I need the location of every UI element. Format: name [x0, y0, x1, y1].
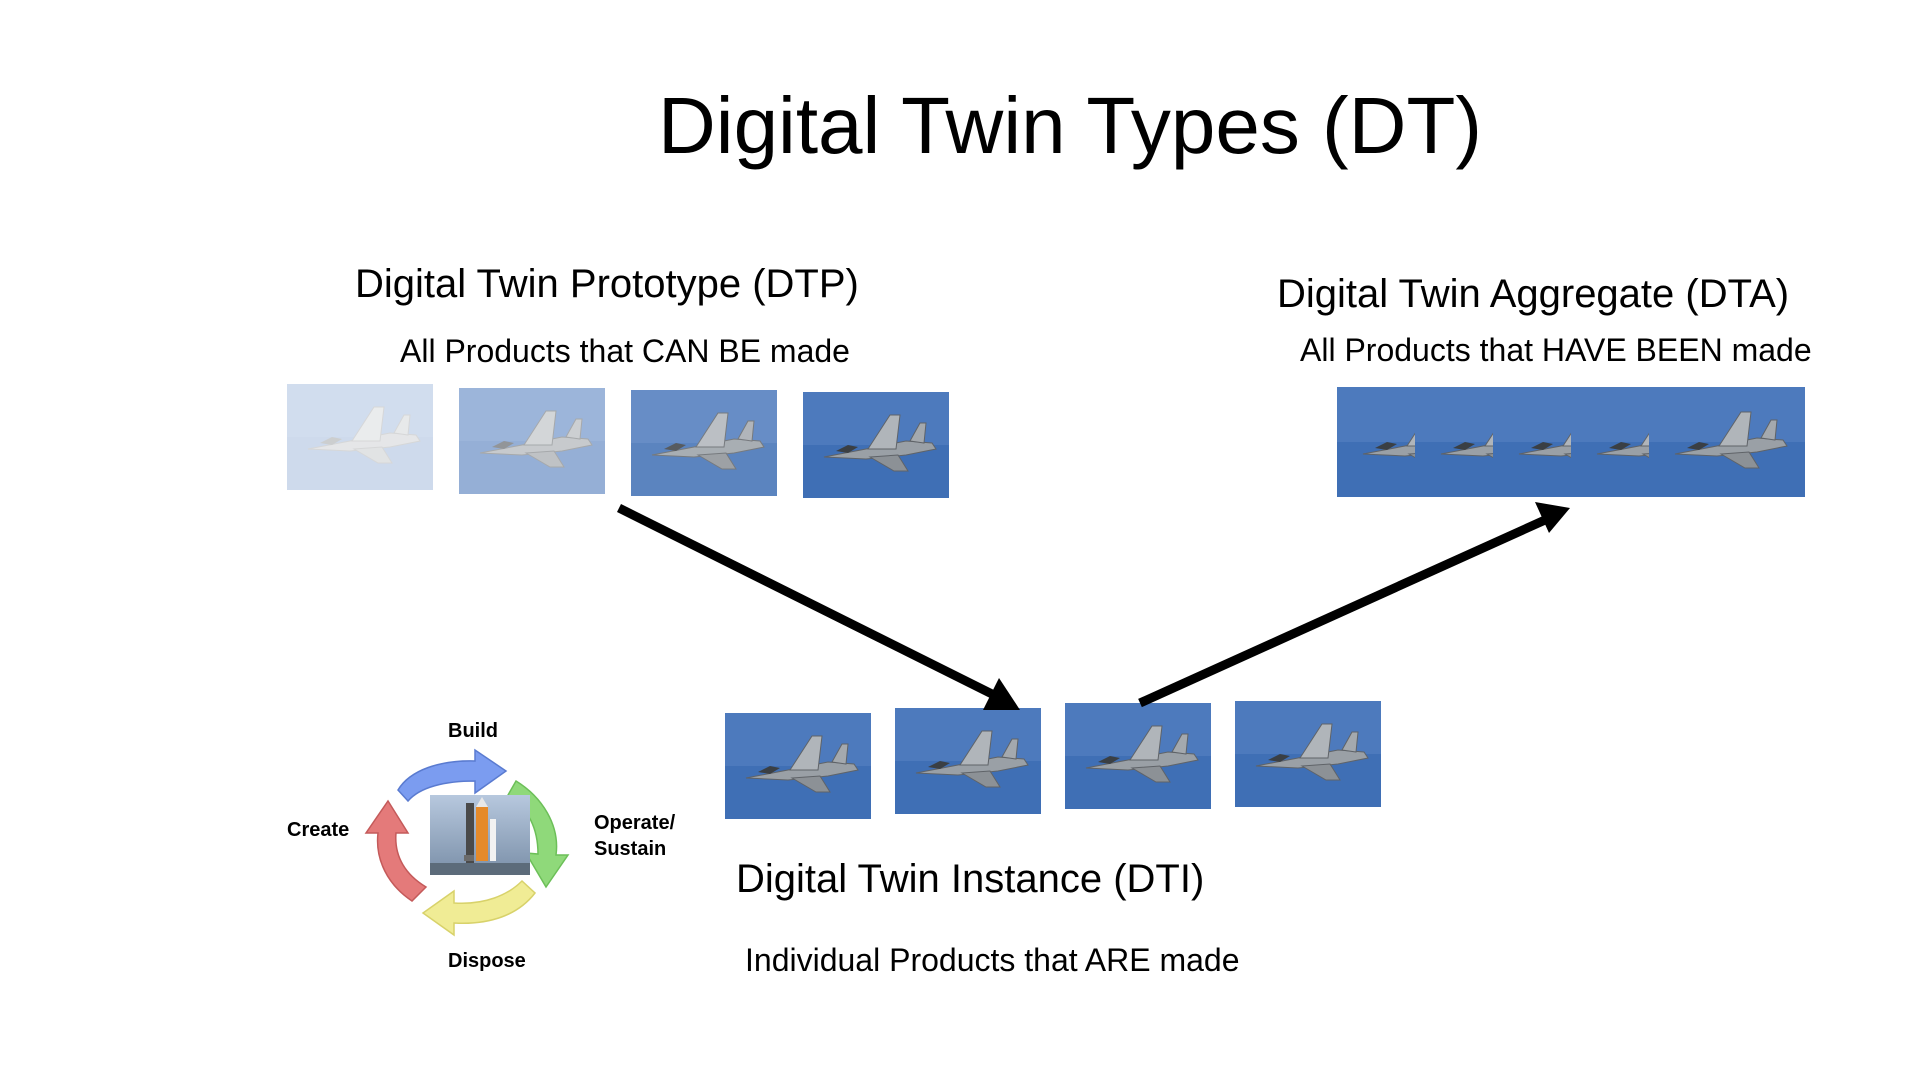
dtp-jet-image-4: [803, 392, 949, 498]
slide-title: Digital Twin Types (DT): [658, 81, 1482, 170]
dti-jet-image-1: [725, 713, 871, 819]
dti-to-dta-arrowhead: [1535, 502, 1570, 533]
dtp-description: All Products that CAN BE made: [400, 333, 850, 369]
lifecycle-build-label: Build: [448, 720, 498, 742]
dti-description: Individual Products that ARE made: [745, 942, 1240, 978]
lifecycle-operate-label: Operate/: [594, 812, 676, 834]
dti-heading: Digital Twin Instance (DTI): [736, 857, 1205, 901]
dtp-jet-image-2: [459, 388, 605, 494]
build-arrow-icon: [397, 748, 508, 803]
create-arrow-icon: [364, 799, 428, 902]
dispose-arrow-icon: [421, 879, 537, 937]
dti-jet-image-2: [895, 708, 1041, 814]
lifecycle-create-label: Create: [287, 819, 350, 841]
dtp-to-dti-arrowhead: [983, 678, 1020, 710]
lifecycle-sustain-label: Sustain: [594, 838, 667, 860]
dtp-to-dti-arrow: [616, 503, 1003, 703]
launch-pad-image: [430, 795, 530, 875]
dtp-jet-image-3: [631, 390, 777, 496]
dti-to-dta-arrow: [1138, 515, 1547, 708]
dti-jet-image-3: [1065, 703, 1211, 809]
dtp-jet-image-1: [287, 384, 433, 490]
dta-heading: Digital Twin Aggregate (DTA): [1277, 272, 1790, 316]
dta-description: All Products that HAVE BEEN made: [1300, 332, 1812, 368]
lifecycle-diagram: [364, 748, 570, 937]
dta-jet-image-5: [1649, 387, 1805, 497]
dti-jet-image-4: [1235, 701, 1381, 807]
lifecycle-dispose-label: Dispose: [448, 950, 526, 972]
dtp-heading: Digital Twin Prototype (DTP): [355, 262, 859, 306]
